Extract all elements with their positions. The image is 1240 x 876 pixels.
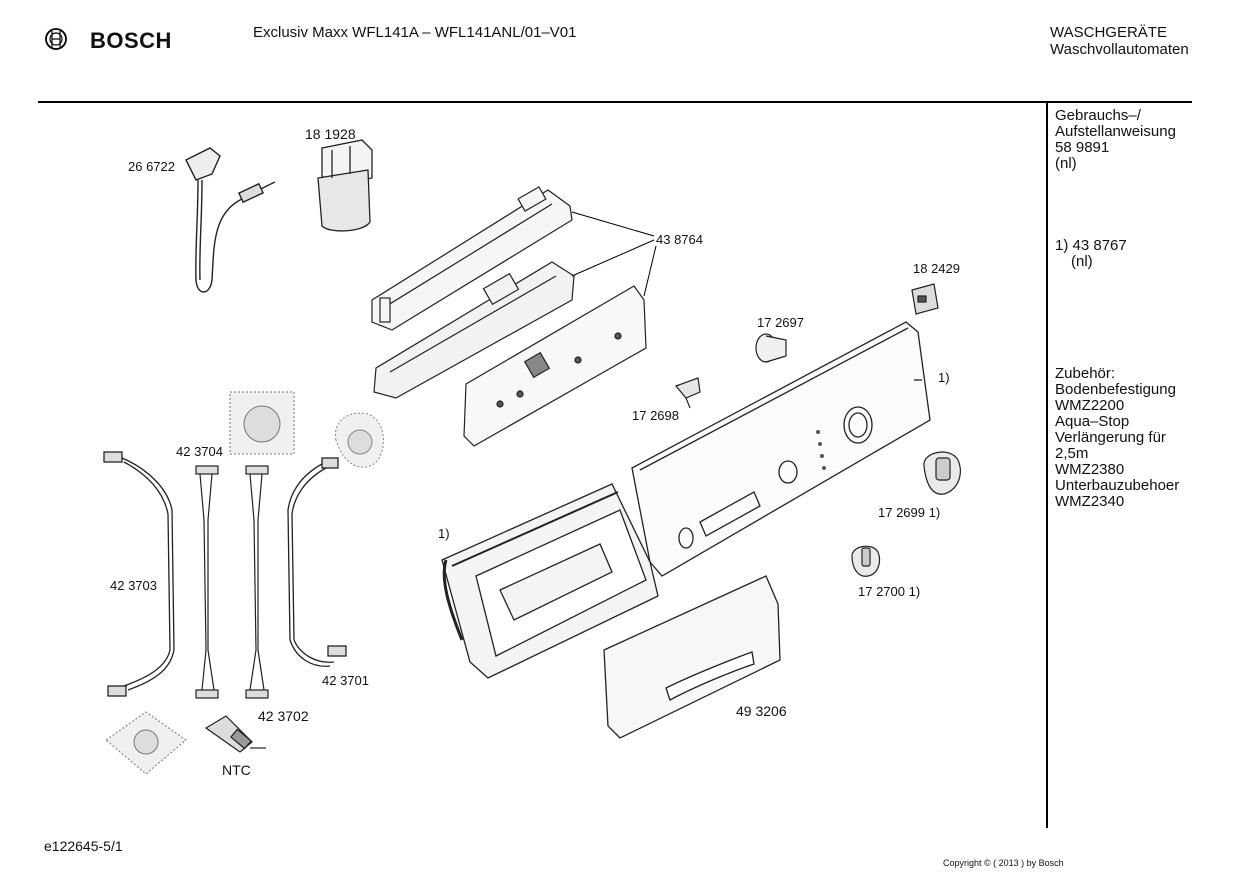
bosch-logo-icon: [45, 28, 67, 50]
model-title: Exclusiv Maxx WFL141A – WFL141ANL/01–V01: [253, 24, 577, 41]
control-pcb-part: [463, 285, 647, 447]
manual-line: Aufstellanweisung: [1055, 123, 1176, 140]
footnote-marker: 1): [438, 526, 450, 541]
accessory-line: Zubehör:: [1055, 365, 1116, 382]
category-title: WASCHGERÄTE: [1050, 24, 1167, 41]
wiring-harness-423704: [195, 465, 219, 699]
part-label: 49 3206: [736, 703, 787, 719]
temperature-knob-part: [851, 545, 881, 577]
accessory-line: Aqua–Stop: [1055, 413, 1130, 430]
footnote-marker: 1): [938, 370, 950, 385]
drum-reference: [334, 412, 384, 468]
accessory-line: Verlängerung für: [1055, 429, 1166, 446]
part-label: 42 3702: [258, 708, 309, 724]
control-module-frame-part: [371, 186, 573, 331]
accessory-line: WMZ2380: [1055, 461, 1125, 478]
knob-spring-part: [674, 377, 701, 409]
ntc-sensor-part: [204, 715, 266, 753]
part-label: 42 3704: [176, 444, 223, 459]
manual-reference: Gebrauchs–/ Aufstellanweisung 58 9891 (n…: [1055, 108, 1176, 172]
footnote-reference: 1) 43 8767 (nl): [1055, 238, 1127, 270]
part-label: NTC: [222, 762, 251, 778]
footnote-line: 1) 43 8767: [1055, 237, 1127, 254]
part-label: 43 8764: [656, 232, 703, 247]
wiring-harness-423703: [103, 451, 175, 697]
fascia-panel-part: [631, 321, 931, 577]
bracket-part: [911, 283, 939, 315]
wiring-harness-423702: [245, 465, 269, 699]
accessories-list: Zubehör: Bodenbefestigung WMZ2200 Aqua–S…: [1055, 366, 1179, 510]
copyright-notice: Copyright © ( 2013 ) by Bosch: [943, 858, 1064, 868]
interference-filter-part: [317, 139, 373, 232]
part-label: 18 2429: [913, 261, 960, 276]
accessory-line: Unterbauzubehoer: [1055, 477, 1180, 494]
manual-line: 58 9891: [1055, 139, 1110, 156]
drawer-frame-part: [441, 483, 659, 679]
pump-reference-lower: [105, 711, 187, 775]
wiring-harness-423701: [287, 457, 347, 667]
manual-line: (nl): [1055, 155, 1077, 172]
document-id: e122645-5/1: [44, 838, 123, 854]
control-module-carrier-part: [373, 261, 575, 399]
selector-knob-part: [923, 451, 961, 495]
pump-motor-reference: [229, 391, 295, 455]
part-label: 17 2699 1): [878, 505, 941, 520]
part-label: 17 2698: [632, 408, 679, 423]
part-label: 18 1928: [305, 126, 356, 142]
brand-name: BOSCH: [90, 28, 172, 53]
accessory-line: Bodenbefestigung: [1055, 381, 1176, 398]
part-label: 26 6722: [128, 159, 175, 174]
part-label: 17 2697: [757, 315, 804, 330]
power-cord-part: [185, 147, 276, 293]
subcategory-title: Waschvollautomaten: [1050, 41, 1189, 58]
manual-line: Gebrauchs–/: [1055, 107, 1141, 124]
accessory-line: WMZ2200: [1055, 397, 1125, 414]
accessory-line: WMZ2340: [1055, 493, 1125, 510]
part-label: 17 2700 1): [858, 584, 921, 599]
leader-lines-438764: [571, 211, 657, 297]
drawer-cover-part: [603, 575, 781, 739]
footnote-line: (nl): [1071, 253, 1093, 270]
accessory-line: 2,5m: [1055, 445, 1089, 462]
part-label: 42 3703: [110, 578, 157, 593]
part-label: 42 3701: [322, 673, 369, 688]
programme-knob-part: [755, 333, 787, 363]
